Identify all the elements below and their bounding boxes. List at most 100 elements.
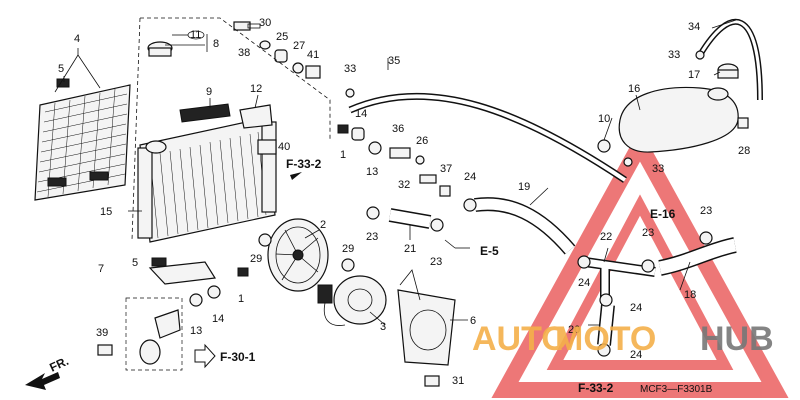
radiator-core[interactable] <box>137 117 277 243</box>
bolt-38[interactable] <box>233 21 261 31</box>
ref-front: FR. <box>47 354 70 375</box>
front-arrow <box>25 372 60 390</box>
label-13-bottom: 13 <box>190 325 202 337</box>
label-33-mid: 33 <box>652 163 664 175</box>
horn-bracket[interactable] <box>139 309 181 365</box>
arrow-f33-2-top <box>290 172 302 180</box>
label-24-lower: 24 <box>630 302 642 314</box>
label-11: 11 <box>190 29 201 41</box>
label-26: 26 <box>416 135 428 147</box>
label-40: 40 <box>278 141 290 153</box>
lower-hose[interactable] <box>658 237 737 276</box>
overflow-tube[interactable] <box>697 18 763 101</box>
label-8: 8 <box>213 38 219 50</box>
watermark-logo <box>491 128 789 398</box>
label-29-a: 29 <box>250 253 262 265</box>
label-34: 34 <box>688 21 700 33</box>
label-1-top: 1 <box>340 149 346 161</box>
siphon-tube[interactable] <box>348 92 627 183</box>
grommet-14[interactable] <box>351 127 365 141</box>
label-13-top: 13 <box>366 166 378 178</box>
horn-dashed-box <box>125 297 183 371</box>
nut-41[interactable] <box>305 65 321 79</box>
label-10: 10 <box>598 113 610 125</box>
washer-30[interactable] <box>259 40 271 50</box>
diagram-code: MCF3—F3301B <box>640 384 713 395</box>
bolt-28[interactable] <box>737 117 749 129</box>
watermark-text: AUTO MOTO HUB <box>472 320 774 358</box>
radiator-cap[interactable] <box>147 41 173 57</box>
bolt-39[interactable] <box>97 344 113 356</box>
label-6: 6 <box>470 315 476 327</box>
watermark-auto: AUTO <box>472 320 568 358</box>
label-17: 17 <box>688 69 700 81</box>
clip-33-right[interactable] <box>695 50 705 60</box>
clamp-23-a[interactable] <box>366 206 380 220</box>
radiator-grille[interactable] <box>34 78 131 201</box>
clamp-23-d[interactable] <box>641 259 655 273</box>
nut-37[interactable] <box>439 185 451 197</box>
upper-hose[interactable] <box>474 197 576 255</box>
label-37: 37 <box>440 163 452 175</box>
fan-shroud[interactable] <box>397 269 456 366</box>
clamp-24-top[interactable] <box>463 198 477 212</box>
clamp-23-b[interactable] <box>430 218 444 232</box>
short-hose[interactable] <box>388 208 432 229</box>
part-labels: 4 5 11 8 9 12 38 30 25 27 41 33 35 14 1 … <box>58 17 750 387</box>
fan-motor[interactable] <box>317 275 387 326</box>
leader-lines <box>128 19 737 326</box>
grommet-13-bottom[interactable] <box>189 293 203 307</box>
grommet-29-a[interactable] <box>258 233 272 247</box>
rubber-25[interactable] <box>274 49 288 63</box>
collar-1-top[interactable] <box>337 124 349 134</box>
collar-14-bottom[interactable] <box>207 285 221 299</box>
reserve-tank[interactable] <box>618 86 739 153</box>
label-24-mid: 24 <box>578 277 590 289</box>
clamp-23-c[interactable] <box>699 231 713 245</box>
clamp-24-mid[interactable] <box>577 255 591 269</box>
label-33-top: 33 <box>344 63 356 75</box>
label-23-b: 23 <box>430 256 442 268</box>
cooling-fan[interactable] <box>267 218 329 292</box>
label-23-d: 23 <box>642 227 654 239</box>
collar-27[interactable] <box>292 62 304 74</box>
label-23-c: 23 <box>700 205 712 217</box>
label-12: 12 <box>250 83 262 95</box>
label-5-top: 5 <box>58 63 64 75</box>
clip-33-top[interactable] <box>345 88 355 98</box>
shroud-strip[interactable] <box>179 103 231 123</box>
label-4: 4 <box>74 33 80 45</box>
label-31: 31 <box>452 375 464 387</box>
collar-1-bottom[interactable] <box>237 267 249 277</box>
arrow-f30-1 <box>194 343 216 369</box>
label-5-bottom: 5 <box>132 257 138 269</box>
watermark-moto: MOTO <box>555 320 656 358</box>
reserve-tank-cap[interactable] <box>717 63 739 79</box>
label-3: 3 <box>380 321 386 333</box>
radiator-dashed-outline <box>140 17 331 140</box>
washer-26[interactable] <box>415 155 425 165</box>
clamp-24-lower[interactable] <box>599 293 613 307</box>
label-30: 30 <box>259 17 271 29</box>
grommet-29-b[interactable] <box>341 258 355 272</box>
water-pipe-20[interactable] <box>597 304 615 346</box>
grommet-13-top[interactable] <box>368 141 382 155</box>
clamp-24-bottom[interactable] <box>597 343 611 357</box>
bolt-32[interactable] <box>419 174 437 184</box>
clip-33-mid[interactable] <box>623 157 633 167</box>
label-38: 38 <box>238 47 250 59</box>
label-21: 21 <box>404 243 416 255</box>
stay-36[interactable] <box>389 147 411 159</box>
watermark-triangle <box>491 128 789 398</box>
bracket-7[interactable] <box>148 257 217 285</box>
bracket-12[interactable] <box>239 104 273 129</box>
label-32: 32 <box>398 179 410 191</box>
bolt-10[interactable] <box>597 139 611 153</box>
label-14-top: 14 <box>355 108 367 120</box>
bolt-31[interactable] <box>424 375 440 387</box>
bracket-40[interactable] <box>257 139 277 155</box>
label-39: 39 <box>96 327 108 339</box>
label-23-a: 23 <box>366 231 378 243</box>
label-18: 18 <box>684 289 696 301</box>
